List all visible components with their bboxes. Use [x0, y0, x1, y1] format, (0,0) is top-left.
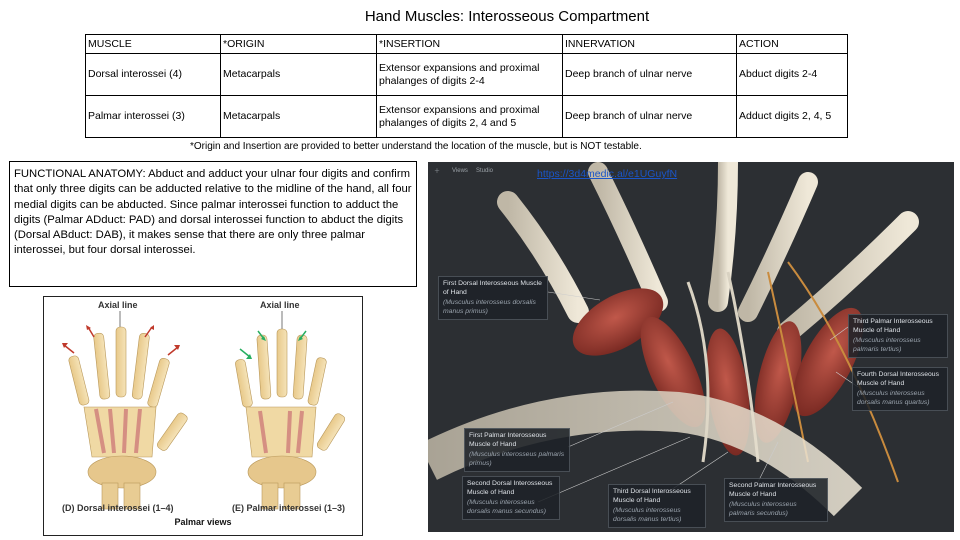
label-latin: (Musculus interosseus palmaris tertius) [853, 337, 921, 353]
functional-anatomy-box: FUNCTIONAL ANATOMY: Abduct and adduct yo… [9, 161, 417, 287]
footnote: *Origin and Insertion are provided to be… [190, 141, 642, 152]
label-name: Fourth Dorsal Interosseous Muscle of Han… [857, 371, 939, 387]
label-first-dorsal[interactable]: First Dorsal Interosseous Muscle of Hand… [438, 276, 548, 321]
label-third-palmar[interactable]: Third Palmar Interosseous Muscle of Hand… [848, 314, 948, 359]
toolbar-views[interactable]: Views [452, 168, 468, 174]
label-latin: (Musculus interosseus dorsalis manus pri… [443, 299, 536, 315]
hand-bones-drawing [62, 311, 346, 510]
page-title: Hand Muscles: Interosseous Compartment [364, 8, 650, 25]
header-origin: *ORIGIN [220, 34, 377, 54]
table-row: Dorsal interossei (4) Metacarpals Extens… [85, 53, 848, 96]
palmar-views-caption: Palmar views [174, 517, 232, 527]
cell-muscle: Dorsal interossei (4) [85, 53, 221, 96]
cell-origin: Metacarpals [220, 95, 377, 138]
table-row: Palmar interossei (3) Metacarpals Extens… [85, 95, 848, 138]
label-fourth-dorsal[interactable]: Fourth Dorsal Interosseous Muscle of Han… [852, 367, 948, 412]
header-innervation: INNERVATION [562, 34, 737, 54]
axial-line-label-right: Axial line [260, 300, 300, 310]
cell-action: Adduct digits 2, 4, 5 [736, 95, 848, 138]
label-name: Third Palmar Interosseous Muscle of Hand [853, 318, 933, 334]
cell-insertion: Extensor expansions and proximal phalang… [376, 53, 563, 96]
label-name: Second Dorsal Interosseous Muscle of Han… [467, 480, 553, 496]
right-hand-icon [235, 311, 346, 510]
left-hand-icon [62, 311, 188, 510]
label-second-palmar[interactable]: Second Palmar Interosseous Muscle of Han… [724, 478, 828, 523]
header-insertion: *INSERTION [376, 34, 563, 54]
axial-line-label-left: Axial line [98, 300, 138, 310]
interossei-illustration: Axial line Axial line [43, 296, 363, 536]
header-action: ACTION [736, 34, 848, 54]
cell-innervation: Deep branch of ulnar nerve [562, 53, 737, 96]
cell-muscle: Palmar interossei (3) [85, 95, 221, 138]
label-first-palmar[interactable]: First Palmar Interosseous Muscle of Hand… [464, 428, 570, 473]
caption-dorsal: (D) Dorsal interossei (1–4) [62, 503, 174, 513]
header-muscle: MUSCLE [85, 34, 221, 54]
label-name: Third Dorsal Interosseous Muscle of Hand [613, 488, 691, 504]
label-third-dorsal[interactable]: Third Dorsal Interosseous Muscle of Hand… [608, 484, 706, 529]
cell-origin: Metacarpals [220, 53, 377, 96]
label-latin: (Musculus interosseus dorsalis manus sec… [467, 499, 546, 515]
label-latin: (Musculus interosseus palmaris secundus) [729, 501, 797, 517]
label-second-dorsal[interactable]: Second Dorsal Interosseous Muscle of Han… [462, 476, 560, 521]
caption-palmar: (E) Palmar interossei (1–3) [232, 503, 346, 513]
label-name: First Palmar Interosseous Muscle of Hand [469, 432, 547, 448]
3d4medical-link[interactable]: https://3d4medic.al/e1UGuyfN [537, 168, 678, 180]
label-latin: (Musculus interosseus dorsalis manus qua… [857, 390, 930, 406]
cell-innervation: Deep branch of ulnar nerve [562, 95, 737, 138]
anatomy-3d-viewer[interactable]: ＋ Views Studio First Dorsal Interosseous… [428, 162, 954, 532]
cell-action: Abduct digits 2-4 [736, 53, 848, 96]
label-name: Second Palmar Interosseous Muscle of Han… [729, 482, 817, 498]
label-name: First Dorsal Interosseous Muscle of Hand [443, 280, 542, 296]
cell-insertion: Extensor expansions and proximal phalang… [376, 95, 563, 138]
table-header-row: MUSCLE *ORIGIN *INSERTION INNERVATION AC… [85, 34, 848, 54]
muscle-table: MUSCLE *ORIGIN *INSERTION INNERVATION AC… [85, 34, 848, 138]
toolbar-add-icon[interactable]: ＋ [434, 169, 441, 175]
label-latin: (Musculus interosseus dorsalis manus ter… [613, 507, 682, 523]
toolbar-studio[interactable]: Studio [476, 168, 494, 174]
label-latin: (Musculus interosseus palmaris primus) [469, 451, 565, 467]
